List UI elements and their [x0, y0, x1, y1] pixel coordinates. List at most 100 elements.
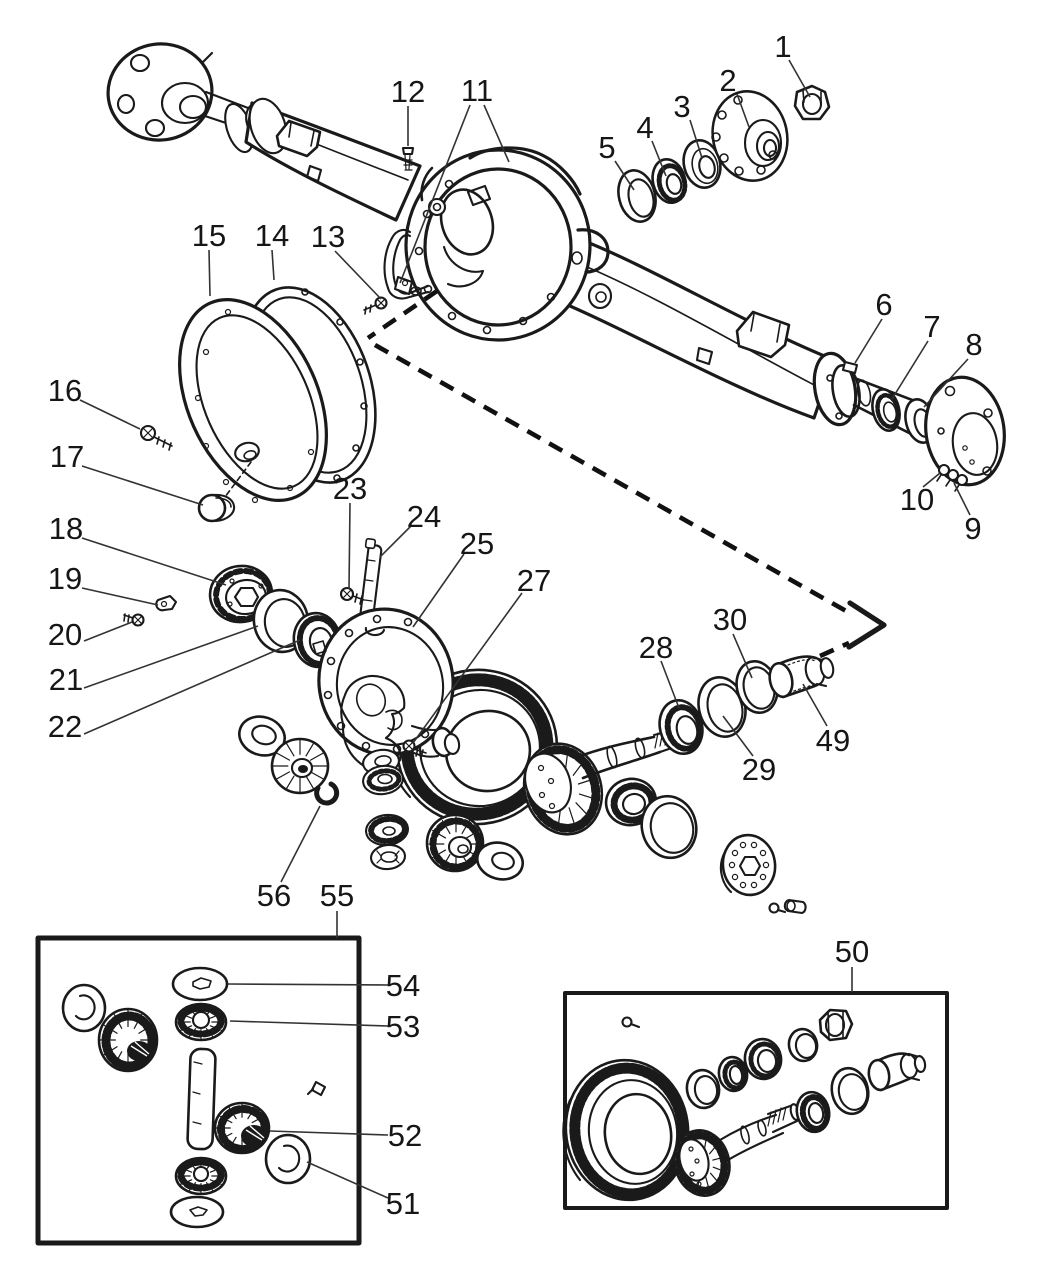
callout-51: 51 [386, 1186, 420, 1221]
callout-labels: 1 2 3 4 5 6 7 8 9 10 11 12 13 14 15 16 1… [48, 29, 983, 1221]
kit-cross-shaft [186, 1047, 217, 1151]
callout-7: 7 [923, 309, 940, 344]
kit-washer-top [171, 966, 229, 1002]
retainer-clip [783, 898, 807, 915]
wheel-hub-flange [106, 42, 214, 142]
kit-pinion-gear-top [176, 1004, 226, 1040]
kit-screw [306, 1080, 327, 1097]
set-ring [830, 1066, 870, 1116]
side-gear-thrust-washer-right [476, 841, 524, 881]
callout-24: 24 [407, 499, 441, 534]
kit-pinion-gear-right [215, 1103, 269, 1153]
pinion-gear-center-lower [365, 813, 409, 847]
callout-21: 21 [49, 662, 83, 697]
callout-53: 53 [386, 1009, 420, 1044]
callout-23: 23 [333, 471, 367, 506]
axle-tube-right [554, 232, 836, 420]
callout-29: 29 [742, 752, 776, 787]
callout-28: 28 [639, 630, 673, 665]
pinion-thrust-washers-center [362, 748, 404, 796]
callout-3: 3 [673, 89, 690, 124]
callout-15: 15 [192, 218, 226, 253]
callout-52: 52 [388, 1118, 422, 1153]
adjuster-lock-clip [155, 594, 178, 612]
lock-nut-center [369, 843, 407, 871]
axle-bearing [871, 388, 901, 432]
callout-8: 8 [965, 327, 982, 362]
callout-4: 4 [636, 110, 653, 145]
callout-50: 50 [835, 934, 869, 969]
callout-19: 19 [48, 561, 82, 596]
pinion-nut [793, 84, 831, 121]
fill-plug [197, 493, 236, 523]
differential-kit-box [35, 935, 362, 1246]
kit-pinion-gear-bottom [176, 1158, 226, 1194]
set-drive-pinion [667, 1103, 801, 1202]
spline-retainer-plate [719, 833, 777, 897]
set-bearing-cup [743, 1037, 783, 1081]
brake-flange-plate [924, 375, 1006, 487]
kit-thrust-washer-left [61, 983, 107, 1033]
callout-18: 18 [49, 511, 83, 546]
set-bearing-small [717, 1055, 749, 1093]
set-pinion-nut [818, 1008, 854, 1042]
callout-9: 9 [964, 511, 981, 546]
vent-screw [401, 146, 415, 171]
callout-54: 54 [386, 968, 420, 1003]
kit-side-gear-left [99, 1009, 157, 1071]
axle-tab-left [305, 164, 323, 183]
leader-lines [79, 59, 971, 1199]
spring-perch-right [735, 310, 791, 359]
callout-14: 14 [255, 218, 289, 253]
installation-direction-dashed-arrow [366, 289, 887, 659]
callout-20: 20 [48, 617, 82, 652]
wheel-studs [936, 463, 969, 492]
callout-22: 22 [48, 709, 82, 744]
callout-1: 1 [774, 29, 791, 64]
axle-tube-left [244, 97, 422, 222]
carrier-screw [339, 586, 365, 605]
callout-27: 27 [517, 563, 551, 598]
axle-tab-right [695, 346, 714, 366]
callout-49: 49 [816, 723, 850, 758]
callout-10: 10 [900, 482, 934, 517]
callout-30: 30 [713, 602, 747, 637]
set-washer [787, 1027, 819, 1063]
side-gear-right [427, 815, 483, 871]
axle-c-lock-clip [314, 781, 340, 806]
ring-gear-bolt [402, 739, 427, 759]
side-gear-thrust-washer-left [238, 715, 286, 757]
kit-washer-bottom [169, 1195, 225, 1229]
callout-6: 6 [875, 287, 892, 322]
bearing-baffle-ring [640, 794, 698, 860]
companion-flange [711, 90, 789, 182]
callout-16: 16 [48, 373, 82, 408]
flange-bolt [841, 360, 859, 375]
set-ring-small [685, 1068, 721, 1110]
callout-5: 5 [598, 130, 615, 165]
spring-perch-left [275, 119, 322, 158]
callout-56: 56 [257, 878, 291, 913]
callout-12: 12 [391, 74, 425, 109]
callout-55: 55 [320, 878, 354, 913]
brake-line-bracket [383, 228, 430, 300]
callout-11: 11 [461, 73, 493, 108]
kit-thrust-washer-right [264, 1133, 312, 1185]
differential-housing [404, 146, 613, 342]
cover-bolt [139, 424, 173, 451]
callout-2: 2 [719, 63, 736, 98]
side-gear-left [272, 739, 328, 793]
pinion-spline-sleeve [768, 655, 835, 699]
set-screw [621, 1016, 641, 1029]
outer-slinger-ring [617, 169, 657, 223]
set-sleeve [867, 1052, 927, 1092]
retainer-bolt [768, 902, 787, 914]
lock-screw [123, 613, 145, 627]
front-pinion-bearing [651, 158, 688, 204]
callout-17: 17 [50, 439, 84, 474]
differential-cover [178, 298, 328, 504]
bracket-bolt [363, 296, 388, 315]
set-ring-gear [562, 1058, 690, 1202]
set-pinion-bearing-large [795, 1090, 831, 1134]
